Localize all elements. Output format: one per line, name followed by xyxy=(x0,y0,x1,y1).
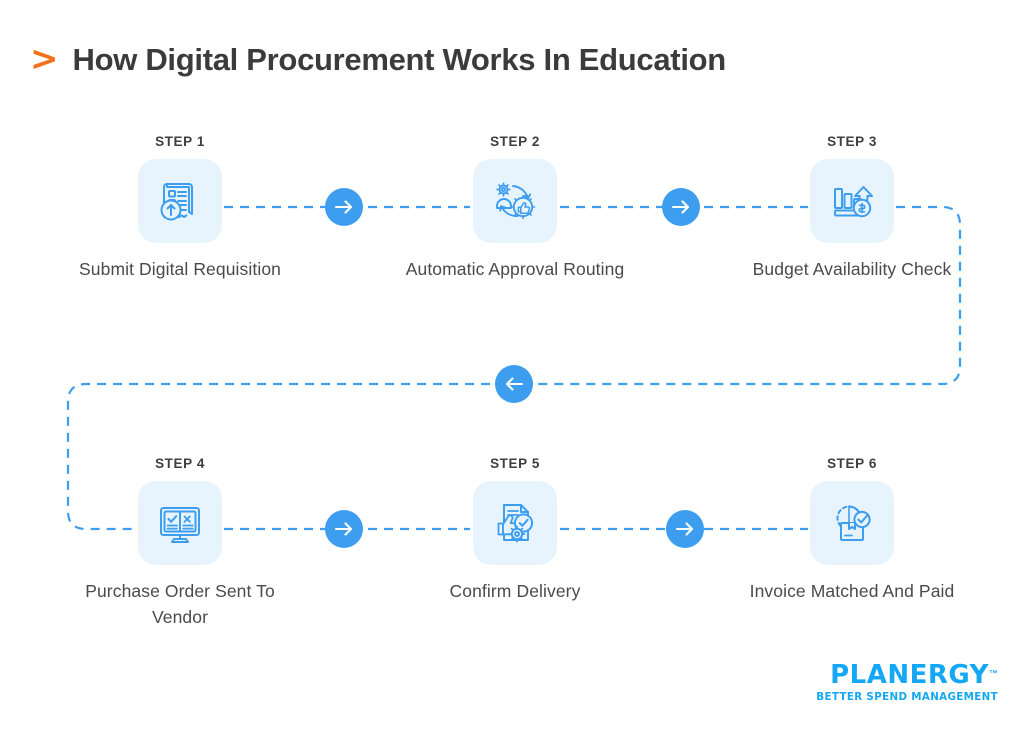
monitor-order-icon xyxy=(138,481,222,565)
step-caption-4: Purchase Order Sent To Vendor xyxy=(85,581,275,627)
step-card-3: STEP 3 Budget Availability Check xyxy=(737,134,967,283)
step-caption-3: Budget Availability Check xyxy=(752,259,952,279)
step-card-4: STEP 4 Purchase Order Sent To Vendor xyxy=(65,456,295,631)
arrow-step2-to-step3 xyxy=(662,188,700,226)
logo-wordmark: PLANERGY™ xyxy=(816,662,998,688)
page-title-text: How Digital Procurement Works In Educati… xyxy=(72,42,727,77)
package-check-icon xyxy=(810,481,894,565)
step-card-1: STEP 1 Submit Digital Requisition xyxy=(65,134,295,283)
step-label-4: STEP 4 xyxy=(155,456,205,471)
arrow-left-icon xyxy=(505,377,524,391)
document-upload-icon xyxy=(138,159,222,243)
planergy-logo: PLANERGY™ BETTER SPEND MANAGEMENT xyxy=(816,662,998,703)
arrow-step5-to-step6 xyxy=(666,510,704,548)
budget-chart-growth-icon xyxy=(810,159,894,243)
step-caption-2: Automatic Approval Routing xyxy=(405,259,625,279)
page-title: > How Digital Procurement Works In Educa… xyxy=(30,42,726,76)
logo-word-part1: PL xyxy=(830,660,867,690)
step-label-1: STEP 1 xyxy=(155,134,205,149)
arrow-right-icon xyxy=(671,200,690,214)
thumbs-up-approval-icon xyxy=(473,481,557,565)
arrow-right-icon xyxy=(334,522,353,536)
arrow-step1-to-step2 xyxy=(325,188,363,226)
logo-trademark-icon: ™ xyxy=(989,668,998,679)
arrow-step3-to-step4 xyxy=(495,365,533,403)
step-caption-1: Submit Digital Requisition xyxy=(79,259,281,279)
step-card-2: STEP 2 xyxy=(400,134,630,283)
step-card-6: STEP 6 Invoice Matched And Paid xyxy=(737,456,967,605)
step-caption-5: Confirm Delivery xyxy=(449,581,581,601)
logo-word-accent: A xyxy=(866,660,888,690)
logo-word-part2: NERGY xyxy=(887,660,989,690)
step-caption-6: Invoice Matched And Paid xyxy=(749,581,955,601)
title-chevron-icon: > xyxy=(30,39,59,79)
approval-routing-gears-icon xyxy=(473,159,557,243)
step-label-6: STEP 6 xyxy=(827,456,877,471)
logo-tagline: BETTER SPEND MANAGEMENT xyxy=(816,691,998,703)
arrow-step4-to-step5 xyxy=(325,510,363,548)
step-card-5: STEP 5 xyxy=(400,456,630,605)
arrow-right-icon xyxy=(675,522,694,536)
step-label-5: STEP 5 xyxy=(490,456,540,471)
arrow-right-icon xyxy=(334,200,353,214)
step-label-3: STEP 3 xyxy=(827,134,877,149)
step-label-2: STEP 2 xyxy=(490,134,540,149)
